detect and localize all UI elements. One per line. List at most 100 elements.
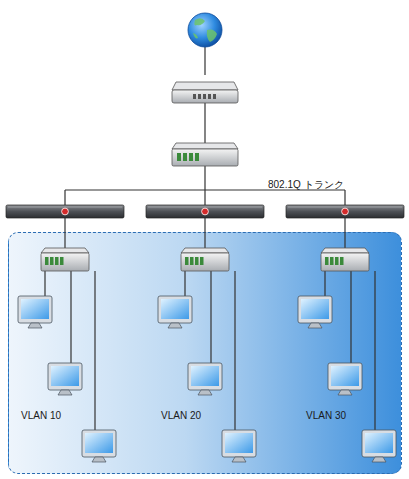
switch-port <box>55 257 59 265</box>
switch-port <box>195 153 199 161</box>
network-wire <box>204 218 205 248</box>
pc-monitor <box>158 296 192 323</box>
network-wire <box>374 271 375 431</box>
vlan-label: VLAN 10 <box>21 410 61 422</box>
server-led <box>202 208 209 215</box>
switch-port <box>340 257 344 265</box>
pc-stand <box>198 390 212 395</box>
router-icon <box>172 90 238 103</box>
pc-stand <box>28 323 42 328</box>
pc-screen <box>51 366 79 386</box>
router-port <box>198 94 201 99</box>
switch-icon <box>172 143 238 166</box>
network-wire <box>64 218 65 248</box>
router-icon <box>172 82 238 103</box>
pc-monitor <box>18 296 52 323</box>
pc-stand <box>58 390 72 395</box>
network-wire <box>210 271 211 364</box>
network-wire <box>204 47 205 75</box>
pc-monitor <box>328 363 362 390</box>
vlan-label: VLAN 30 <box>306 410 346 422</box>
pc-stand <box>168 323 182 328</box>
pc-stand <box>372 457 386 462</box>
pc-screen <box>161 299 189 319</box>
switch-icon <box>321 253 369 271</box>
switch-port <box>183 153 187 161</box>
vlan-label: VLAN 20 <box>161 410 201 422</box>
switch-port <box>335 257 339 265</box>
pc-monitor <box>188 363 222 390</box>
router-port <box>213 94 216 99</box>
switch-icon <box>321 248 369 253</box>
switch-icon <box>181 253 229 271</box>
pc-monitor <box>48 363 82 390</box>
server-led <box>342 208 349 215</box>
pc-monitor <box>362 430 396 457</box>
network-wire <box>350 271 351 364</box>
server-icon <box>6 205 124 218</box>
label-slot: 802.1Q トランク <box>268 174 344 192</box>
switch-port <box>60 257 64 265</box>
network-wire <box>204 103 205 143</box>
trunk-label: 802.1Q トランク <box>268 179 344 191</box>
network-wire <box>324 271 325 297</box>
vlan-label-slot: VLAN 30 <box>306 405 346 423</box>
switch-port <box>185 257 189 265</box>
network-wire <box>184 271 185 297</box>
lower-network <box>6 205 404 462</box>
pc-stand <box>92 457 106 462</box>
router-port <box>193 94 196 99</box>
pc-screen <box>191 366 219 386</box>
switch-icon <box>172 149 238 166</box>
globe-icon <box>188 13 222 47</box>
network-wire <box>234 271 235 431</box>
globe-icon <box>188 13 222 47</box>
pc-monitor <box>298 296 332 323</box>
network-wire <box>64 190 65 205</box>
server-icon <box>146 205 264 218</box>
pc-screen <box>85 433 113 453</box>
router-icon <box>172 82 238 90</box>
switch-port <box>330 257 334 265</box>
switch-port <box>45 257 49 265</box>
switch-port <box>200 257 204 265</box>
network-wire <box>65 47 345 205</box>
switch-port <box>195 257 199 265</box>
server-icon <box>286 205 404 218</box>
pc-monitor <box>82 430 116 457</box>
switch-port <box>325 257 329 265</box>
network-wire <box>70 271 71 364</box>
vlan-label-slot: VLAN 20 <box>161 405 201 423</box>
switch-port <box>190 257 194 265</box>
pc-screen <box>301 299 329 319</box>
server-trim <box>288 207 402 208</box>
switch-port <box>189 153 193 161</box>
router-port <box>208 94 211 99</box>
pc-stand <box>338 390 352 395</box>
network-wire <box>44 271 45 297</box>
pc-stand <box>308 323 322 328</box>
network-wire <box>94 271 95 431</box>
network-wire <box>344 190 345 205</box>
pc-stand <box>232 457 246 462</box>
network-wire <box>344 218 345 248</box>
switch-icon <box>41 253 89 271</box>
vlan-label-slot: VLAN 10 <box>21 405 61 423</box>
router-port <box>203 94 206 99</box>
pc-screen <box>225 433 253 453</box>
globe-land <box>193 18 217 42</box>
network-wire <box>204 166 205 205</box>
pc-screen <box>365 433 393 453</box>
pc-screen <box>331 366 359 386</box>
server-trim <box>8 207 122 208</box>
server-led <box>62 208 69 215</box>
switch-icon <box>41 248 89 253</box>
pc-screen <box>21 299 49 319</box>
switch-icon <box>172 143 238 149</box>
server-trim <box>148 207 262 208</box>
switch-port <box>50 257 54 265</box>
switch-port <box>177 153 181 161</box>
pc-monitor <box>222 430 256 457</box>
network-wire <box>65 189 345 190</box>
